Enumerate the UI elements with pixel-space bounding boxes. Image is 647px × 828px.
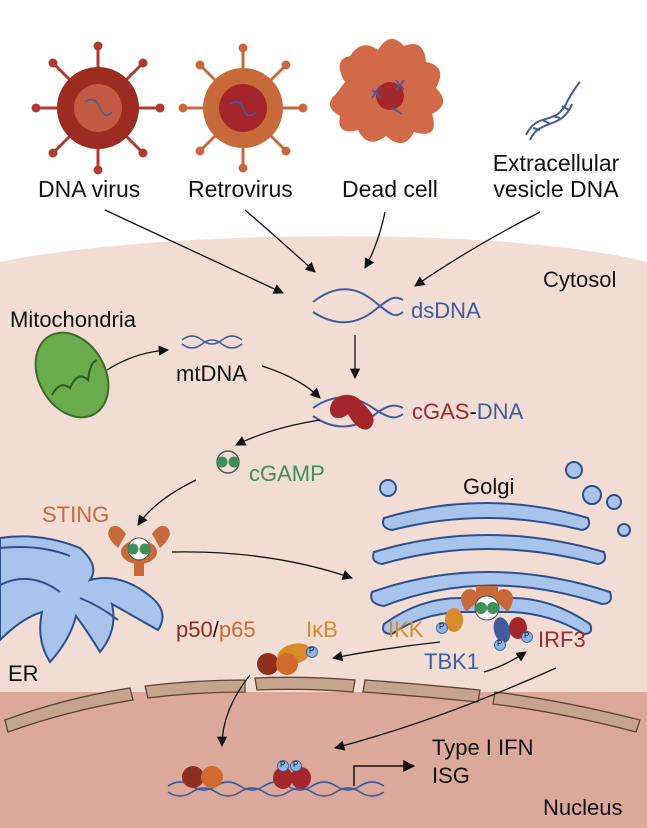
mtdna-arrow (261, 365, 321, 399)
nuclear-irf3-dimer-icon (273, 760, 311, 789)
cytosol-region (0, 236, 647, 828)
dsdna-icon (312, 288, 404, 324)
cgamp-arrow-in (235, 419, 321, 446)
nucleus-label: Nucleus (543, 795, 623, 820)
cgas-label: cGAS (412, 399, 470, 424)
mtdna-icon (181, 335, 243, 349)
extracellular-dna-icon (525, 81, 581, 141)
sting-label: STING (42, 502, 110, 527)
phospho-label-ikb: P (309, 646, 315, 655)
irf3-to-nucleus-arrow (333, 667, 557, 751)
transcription-arrow (353, 760, 416, 786)
retrovirus-label: Retrovirus (188, 176, 293, 202)
cgamp-label: cGAMP (249, 461, 325, 486)
cgamp-icon (216, 450, 240, 474)
nfkb-complex-icon (257, 643, 318, 675)
cgamp-arrow-out (137, 479, 197, 526)
cytosol-label: Cytosol (543, 267, 617, 292)
cgas-dna-complex-icon (312, 394, 404, 430)
sting-icon (108, 526, 170, 576)
ikb-label: IκB (306, 617, 338, 642)
cgas-dna-dash: - (469, 399, 477, 424)
phospho-label-tbk1: P (497, 639, 503, 648)
nfkb-to-nucleus-arrow (216, 674, 251, 748)
dna-virus-icon (31, 41, 165, 175)
mito-arrow (106, 345, 170, 371)
phospho-label-irf3: P (524, 631, 530, 640)
isg-label: ISG (432, 763, 470, 788)
dead-cell-icon (329, 38, 444, 144)
er-label: ER (8, 661, 39, 686)
p50-label: p50 (176, 617, 213, 642)
ev-dna-label-line2: vesicle DNA (493, 176, 619, 202)
er-icon (0, 535, 164, 664)
dsdna-label: dsDNA (411, 298, 481, 323)
phospho-label-ikk: P (439, 622, 445, 631)
nfkb-slash: / (212, 617, 219, 642)
irf3-label: IRF3 (538, 627, 586, 652)
nfkb-label: p50/p65 (176, 617, 256, 642)
mtdna-label: mtDNA (176, 361, 247, 386)
dead-cell-label: Dead cell (342, 176, 438, 202)
phospho-label-irf3-nuc-1: P (280, 760, 286, 769)
golgi-label: Golgi (463, 474, 515, 499)
ikk-to-nfkb-arrow (331, 641, 441, 662)
mitochondria-label: Mitochondria (10, 307, 136, 332)
ev-dna-label-line1: Extracellular (492, 150, 620, 176)
phospho-label-irf3-nuc-2: P (293, 760, 299, 769)
dna-virus-label: DNA virus (38, 176, 141, 202)
nuclear-envelope (4, 676, 641, 733)
p65-label: p65 (218, 617, 256, 642)
ikk-label: IKK (388, 617, 424, 642)
sting-tbk1-complex-icon (436, 586, 533, 651)
cgas-dna-text: DNA (476, 399, 524, 424)
sting-to-golgi-arrow (171, 551, 353, 580)
golgi-icon (370, 461, 631, 636)
tbk1-label: TBK1 (424, 649, 480, 674)
nucleus-region (0, 692, 647, 828)
retrovirus-icon (178, 43, 308, 173)
cgas-dna-label: cGAS-DNA (412, 399, 524, 424)
type1-ifn-label: Type I IFN (432, 735, 534, 760)
tbk1-to-irf3-arrow (483, 651, 527, 673)
mitochondria-icon (34, 331, 110, 419)
nuclear-nfkb-icon (182, 766, 223, 788)
source-arrows (104, 209, 541, 294)
